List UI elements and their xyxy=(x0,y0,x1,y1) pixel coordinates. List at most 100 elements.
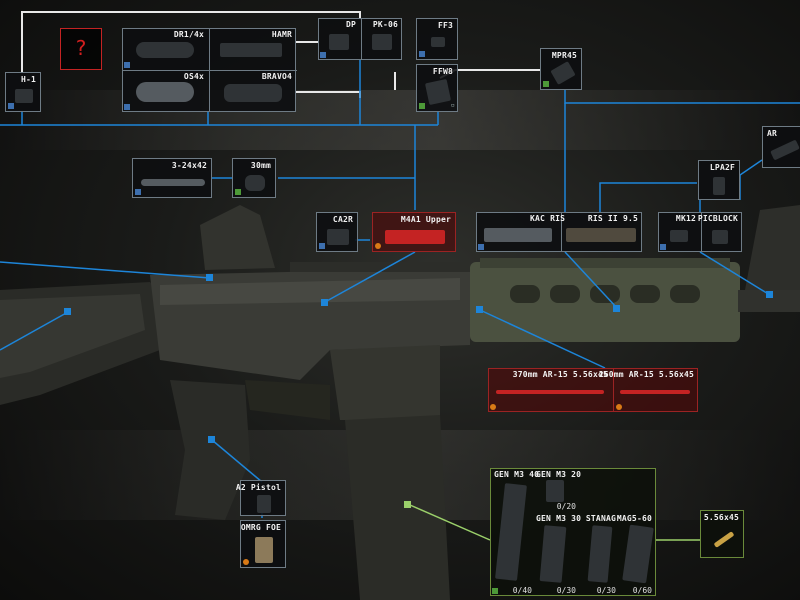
slot-ca2r[interactable]: CA2R xyxy=(316,212,358,252)
slot-icon xyxy=(319,243,325,249)
slot-label: KAC RIS xyxy=(530,214,566,223)
mount-image xyxy=(770,139,800,161)
attach-point-magazine[interactable] xyxy=(404,501,411,508)
slot-label: DR1/4x xyxy=(173,30,204,39)
slot-dp[interactable]: DP xyxy=(318,18,360,60)
slot-icon xyxy=(660,244,666,250)
slot-label: MAG5-60 xyxy=(616,514,652,523)
slot-m4a1-upper[interactable]: M4A1 Upper xyxy=(372,212,456,252)
slot-label: 3-24x42 xyxy=(171,161,207,170)
slot-label: 30mm xyxy=(250,161,271,170)
slot-ff3[interactable]: FF3 xyxy=(416,18,458,60)
slot-kac-ris[interactable]: KAC RIS xyxy=(476,212,565,252)
mount-image xyxy=(245,175,265,191)
slot-label: PICBLOCK xyxy=(697,214,738,223)
slot-scope[interactable]: 3-24x42 xyxy=(132,158,212,198)
slot-label: AR xyxy=(767,129,778,138)
slot-label: PK-06 xyxy=(372,20,398,29)
slot-barrel-260[interactable]: 260mm AR-15 5.56x45 xyxy=(599,368,698,412)
slot-pk06[interactable]: PK-06 xyxy=(360,18,402,60)
slot-dr14x[interactable]: DR1/4x xyxy=(122,28,208,70)
attach-point-muzzle[interactable] xyxy=(766,291,773,298)
slot-label: MK12 xyxy=(675,214,696,223)
slot-label: FFW8 xyxy=(432,67,453,76)
mount-image xyxy=(550,61,576,85)
attach-point-barrel[interactable] xyxy=(476,306,483,313)
slot-barrel-370[interactable]: 370mm AR-15 5.56x45 xyxy=(488,368,612,412)
sight-image xyxy=(329,34,349,50)
slot-lpa2f[interactable]: LPA2F xyxy=(698,160,740,200)
slot-icon xyxy=(616,404,622,410)
sight-image xyxy=(136,82,194,102)
barrel-image xyxy=(620,390,690,394)
sight-image xyxy=(327,229,349,245)
slot-label: HAMR xyxy=(271,30,292,39)
slot-mag5-60[interactable]: MAG5-60 0/60 xyxy=(616,512,656,596)
sight-image xyxy=(372,34,392,50)
divider xyxy=(561,213,562,251)
slot-h1[interactable]: H-1 xyxy=(5,72,41,112)
slot-mk12[interactable]: MK12 xyxy=(658,212,700,252)
magazine-count: 0/60 xyxy=(632,586,652,595)
attach-point-buffer[interactable] xyxy=(64,308,71,315)
slot-os4x[interactable]: OS4x xyxy=(122,70,208,112)
slot-genm3-20[interactable]: GEN M3 20 0/20 xyxy=(532,468,581,512)
slot-bravo4[interactable]: BRAVO4 xyxy=(208,70,296,112)
slot-label: GEN M3 30 xyxy=(536,514,582,523)
magazine-image xyxy=(587,525,613,583)
slot-label: OS4x xyxy=(183,72,204,81)
slot-ffw8[interactable]: FFW8 ▫ xyxy=(416,64,458,112)
attach-point-upper[interactable] xyxy=(321,299,328,306)
divider xyxy=(701,213,702,251)
slot-label: 5.56x45 xyxy=(703,513,739,522)
slot-label: CA2R xyxy=(332,215,353,224)
magazine-count: 0/30 xyxy=(556,586,576,595)
sight-image xyxy=(220,43,282,57)
attach-point-handguard[interactable] xyxy=(613,305,620,312)
slot-icon xyxy=(490,404,496,410)
receiver-image xyxy=(385,230,445,244)
slot-icon xyxy=(8,103,14,109)
slot-ar[interactable]: AR xyxy=(762,126,800,168)
slot-omrg-foe[interactable]: OMRG FOE xyxy=(240,520,286,568)
slot-hamr[interactable]: HAMR xyxy=(208,28,296,70)
gasblock-image xyxy=(670,230,688,242)
slot-stanag[interactable]: STANAG 0/30 xyxy=(580,512,620,596)
slot-icon xyxy=(243,559,249,565)
slot-picblock[interactable]: PICBLOCK xyxy=(697,212,742,252)
slot-icon xyxy=(320,52,326,58)
slot-genm3-40[interactable]: GEN M3 40 0/40 xyxy=(490,468,539,596)
sight-image xyxy=(224,84,282,102)
slot-label: RIS II 9.5 xyxy=(587,214,638,223)
slot-label: 370mm AR-15 5.56x45 xyxy=(512,370,608,379)
slot-ris2[interactable]: RIS II 9.5 xyxy=(560,212,642,252)
slot-label: A2 Pistol xyxy=(235,483,281,492)
slot-a2-pistol[interactable]: A2 Pistol xyxy=(236,480,286,516)
slot-ammo[interactable]: 5.56x45 xyxy=(700,510,744,558)
attach-point-grip[interactable] xyxy=(208,436,215,443)
slot-mpr45[interactable]: MPR45 xyxy=(540,48,582,90)
divider xyxy=(613,369,614,411)
slot-unknown[interactable]: ? xyxy=(60,28,102,70)
attach-point-stock[interactable] xyxy=(206,274,213,281)
slot-icon xyxy=(419,103,425,109)
slot-label: OMRG FOE xyxy=(240,523,281,532)
slot-label: M4A1 Upper xyxy=(400,215,451,224)
magazine-image xyxy=(539,525,567,583)
slot-icon xyxy=(135,189,141,195)
slot-icon xyxy=(124,62,130,68)
missing-part-mark: ? xyxy=(75,36,87,60)
slot-genm3-30[interactable]: GEN M3 30 0/30 xyxy=(532,512,582,596)
sight-image xyxy=(136,42,194,58)
barrel-image xyxy=(496,390,604,394)
scope-image xyxy=(141,179,205,186)
slot-icon xyxy=(492,588,498,594)
slot-label: FF3 xyxy=(437,21,453,30)
magazine-image xyxy=(495,483,527,581)
divider xyxy=(123,70,297,71)
slot-ring[interactable]: 30mm xyxy=(232,158,276,198)
magazine-image xyxy=(546,480,564,502)
slot-icon xyxy=(375,243,381,249)
